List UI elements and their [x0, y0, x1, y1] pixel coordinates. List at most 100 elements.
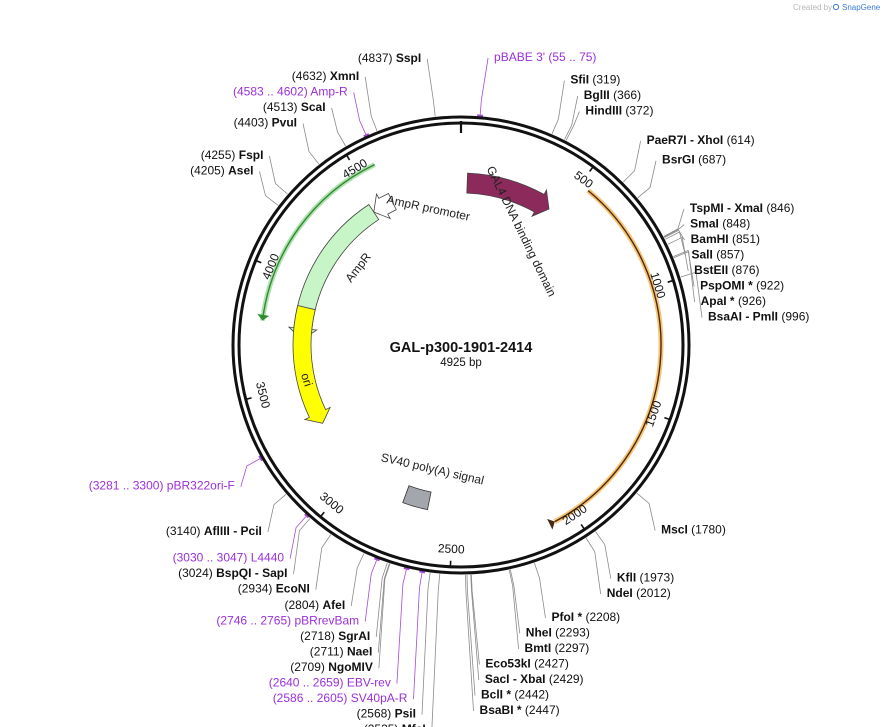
site-leader-line	[623, 140, 641, 183]
site-leader-line	[509, 569, 521, 634]
site-leader-line	[302, 123, 320, 165]
site-label-bsaai-pmli: BsaAI - PmlI (996)	[708, 310, 809, 324]
ring-tick-label: 2500	[438, 541, 466, 556]
site-leader-line	[470, 574, 480, 681]
site-label-bsrgi: BsrGI (687)	[662, 153, 726, 167]
site-label-bcli: BclI * (2442)	[481, 688, 549, 702]
site-label-bspqi-sapi: (3024) BspQI - SapI	[178, 566, 287, 580]
plasmid-name: GAL-p300-1901-2414	[390, 340, 533, 356]
site-label-xmni: (4632) XmnI	[292, 69, 359, 83]
ring-tick-label: 3000	[317, 489, 347, 517]
primer-binding-mark	[419, 570, 426, 574]
feature-ori	[292, 304, 331, 424]
site-leader-line	[551, 80, 565, 134]
primer-label-pbr322ori-f: (3281 .. 3300) pBR322ori-F	[89, 479, 235, 493]
primer-leader-line	[353, 92, 367, 136]
site-leader-line	[636, 492, 656, 531]
primer-label-pbrrevbam: (2746 .. 2765) pBRrevBam	[216, 614, 359, 628]
site-leader-line	[375, 562, 388, 638]
site-leader-line	[673, 251, 695, 303]
site-label-apai: ApaI * (926)	[701, 294, 766, 308]
site-label-hindiii: HindIII (372)	[585, 104, 653, 118]
site-leader-line	[585, 537, 602, 595]
site-leader-line	[465, 574, 474, 712]
site-leader-line	[663, 208, 685, 237]
site-leader-line	[378, 563, 391, 669]
insert-arrowhead	[547, 518, 555, 530]
feature-label-ampr-promoter: AmpR promoter	[386, 192, 472, 223]
site-label-afei: (2804) AfeI	[284, 598, 345, 612]
feature-label-sv40-poly-a-signal: SV40 poly(A) signal	[380, 450, 486, 487]
ring-tick	[664, 416, 671, 421]
site-label-sgrai: (2718) SgrAI	[300, 629, 370, 643]
primer-leader-line	[396, 568, 407, 684]
snapgene-logo-icon	[832, 3, 840, 11]
backbone-ring-outer	[231, 115, 691, 575]
site-label-naei: (2711) NaeI	[310, 645, 373, 659]
site-label-pvui: (4403) PvuI	[234, 116, 297, 130]
feature-label-ampr: AmpR	[342, 250, 374, 285]
feature-gal4-dna-binding-domain	[466, 172, 550, 218]
ring-tick	[580, 524, 586, 530]
primer-label-sv40pa-r: (2586 .. 2605) SV40pA-R	[273, 691, 408, 705]
site-leader-line	[534, 562, 546, 619]
site-leader-line	[364, 76, 378, 132]
primer-label-l4440: (3030 .. 3047) L4440	[173, 551, 285, 565]
site-leader-line	[293, 518, 311, 575]
site-leader-line	[665, 231, 686, 256]
site-leader-line	[267, 493, 287, 533]
watermark-prefix: Created by	[793, 3, 832, 12]
site-leader-line	[564, 95, 579, 140]
insert-highlight-arc	[553, 188, 664, 524]
site-label-paer7i-xhoi: PaeR7I - XhoI (614)	[647, 133, 755, 147]
ring-tick	[255, 259, 262, 264]
site-label-ngomiv: (2709) NgoMIV	[290, 660, 373, 674]
site-leader-line	[259, 171, 279, 206]
primer-leader-line	[364, 558, 378, 622]
site-leader-line	[350, 553, 365, 607]
backbone-core-arc	[261, 163, 375, 321]
ring-tick-label: 3500	[253, 380, 273, 410]
site-label-pfoi: PfoI * (2208)	[551, 610, 620, 624]
site-label-econi: (2934) EcoNI	[238, 582, 310, 596]
site-leader-line	[663, 224, 685, 238]
site-label-bglii: BglII (366)	[584, 88, 641, 102]
site-label-afliii-pcii: (3140) AflIII - PciI	[166, 524, 262, 538]
ring-tick	[667, 279, 674, 283]
primer-binding-mark	[304, 513, 310, 519]
primer-label-amp-r: (4583 .. 4602) Amp-R	[233, 85, 348, 99]
site-leader-line	[680, 271, 703, 318]
primer-binding-mark	[373, 556, 381, 562]
site-leader-line	[431, 573, 441, 727]
ring-tick-label: 2000	[560, 501, 590, 528]
site-label-smai: SmaI (848)	[690, 217, 750, 231]
site-leader-line	[673, 249, 695, 287]
ring-tick-label: 500	[571, 168, 596, 191]
site-label-nhei: NheI (2293)	[526, 626, 590, 640]
primer-binding-mark	[258, 455, 264, 462]
site-label-sspi: (4837) SspI	[358, 51, 421, 65]
site-label-ndei: NdeI (2012)	[607, 586, 671, 600]
site-label-saci-xbai: SacI - XbaI (2429)	[485, 672, 584, 686]
site-label-pspomi: PspOMI * (922)	[700, 279, 784, 293]
site-label-psii: (2568) PsiI	[357, 707, 416, 721]
site-leader-line	[426, 58, 436, 117]
snapgene-logo: SnapGene	[842, 3, 881, 12]
site-label-mfei: (2535) MfeI	[364, 722, 426, 727]
site-leader-line	[421, 572, 431, 715]
site-label-bsabi: BsaBI * (2447)	[480, 703, 560, 717]
ring-tick	[345, 154, 351, 161]
site-label-sfii: SfiI (319)	[570, 73, 620, 87]
site-label-sali: SalI (857)	[691, 248, 744, 262]
site-label-bsteii: BstEII (876)	[694, 263, 759, 277]
site-label-msci: MscI (1780)	[661, 523, 726, 537]
site-leader-line	[377, 563, 390, 653]
ring-tick-label: 1500	[642, 398, 664, 428]
site-leader-line	[637, 160, 657, 199]
site-label-bamhi: BamHI (851)	[691, 232, 760, 246]
site-leader-line	[565, 111, 580, 141]
site-leader-line	[269, 155, 288, 195]
feature-ampr-promoter	[373, 192, 397, 220]
site-leader-line	[595, 531, 612, 579]
